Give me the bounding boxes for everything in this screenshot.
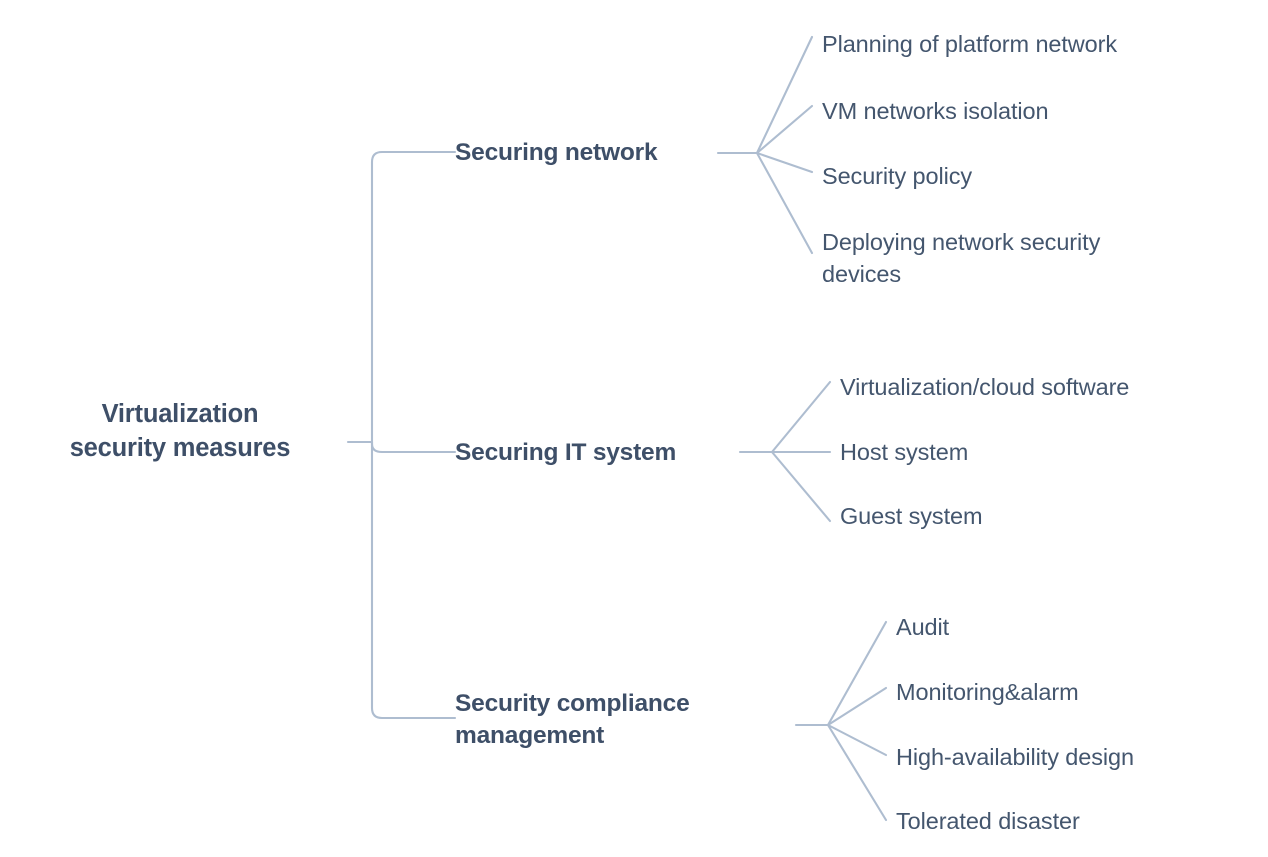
leaf-node-deploying-network-security-devices[interactable]: Deploying network security devices xyxy=(822,226,1222,291)
leaf-label: Audit xyxy=(896,614,950,640)
leaf-label: High-availability design xyxy=(896,744,1134,770)
leaf-node-guest-system[interactable]: Guest system xyxy=(840,500,1260,532)
leaf-label: Host system xyxy=(840,439,969,465)
branch-node-securing-it-system[interactable]: Securing IT system xyxy=(455,437,745,469)
connector-branch-1-leaf-0 xyxy=(770,380,832,454)
connector-branch-0-leaf-3 xyxy=(755,151,814,255)
leaf-node-planning-of-platform-network[interactable]: Planning of platform network xyxy=(822,28,1252,60)
leaf-label: Monitoring&alarm xyxy=(896,679,1079,705)
connector-branch-0-leaf-0 xyxy=(755,35,814,155)
leaf-label: Tolerated disaster xyxy=(896,808,1080,834)
connector-branch-2-leaf-3 xyxy=(826,723,888,822)
leaf-label: Planning of platform network xyxy=(822,31,1118,57)
leaf-label: VM networks isolation xyxy=(822,98,1049,124)
connector-branch-2-leaf-1 xyxy=(826,686,888,727)
leaf-label: Virtualization/cloud software xyxy=(840,374,1130,400)
root-label-line-1: Virtualization xyxy=(101,400,259,428)
connector-branch-0-leaf-1 xyxy=(755,104,814,155)
connector-branch-0-leaf-2 xyxy=(755,151,814,174)
leaf-node-audit[interactable]: Audit xyxy=(896,611,1256,643)
branch-node-securing-network[interactable]: Securing network xyxy=(455,137,735,169)
branch-label-line-1: Security compliance xyxy=(455,690,690,717)
leaf-label: Security policy xyxy=(822,163,972,189)
leaf-node-security-policy[interactable]: Security policy xyxy=(822,160,1252,192)
leaf-label-line-1: Deploying network security xyxy=(822,229,1101,255)
branch-label: Securing IT system xyxy=(455,439,677,466)
branch-label-line-2: management xyxy=(455,721,605,749)
leaf-label-line-2: devices xyxy=(822,261,901,288)
connector-branch-1-leaf-2 xyxy=(770,450,832,523)
root-node[interactable]: Virtualization security measures xyxy=(20,398,340,465)
branch-label: Securing network xyxy=(455,139,658,166)
branch-node-security-compliance-management[interactable]: Security compliance management xyxy=(455,688,755,752)
connector-spine-middle xyxy=(370,440,457,454)
connector-branch-2-leaf-0 xyxy=(826,620,888,727)
leaf-node-vm-networks-isolation[interactable]: VM networks isolation xyxy=(822,95,1252,127)
leaf-node-tolerated-disaster[interactable]: Tolerated disaster xyxy=(896,805,1256,837)
leaf-node-monitoring-alarm[interactable]: Monitoring&alarm xyxy=(896,676,1256,708)
leaf-node-host-system[interactable]: Host system xyxy=(840,436,1260,468)
leaf-node-high-availability-design[interactable]: High-availability design xyxy=(896,741,1256,773)
connector-branch-2-leaf-2 xyxy=(826,723,888,757)
leaf-node-virtualization-cloud-software[interactable]: Virtualization/cloud software xyxy=(840,371,1260,403)
leaf-label: Guest system xyxy=(840,503,983,529)
root-label-line-2: security measures xyxy=(69,433,291,462)
connector-spine xyxy=(370,150,457,720)
